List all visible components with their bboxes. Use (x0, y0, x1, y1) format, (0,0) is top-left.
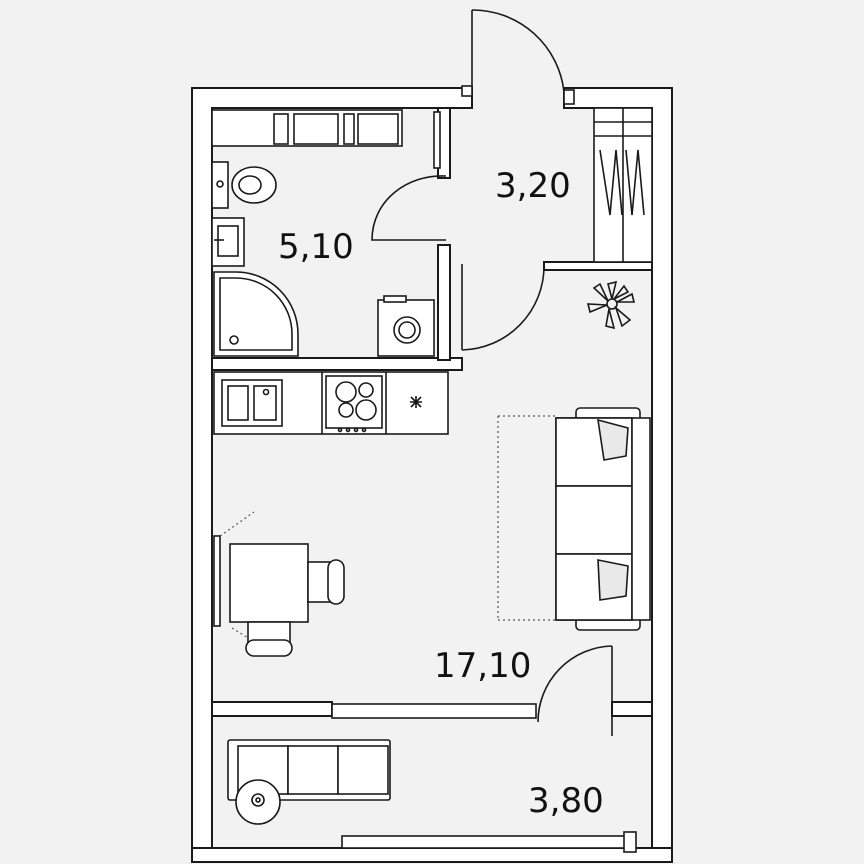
fridge-icon (410, 396, 422, 408)
wardrobe-icon (593, 107, 653, 263)
hallway-area-label: 3,20 (495, 166, 571, 206)
chair-bottom-icon (245, 621, 293, 657)
balcony-door (537, 645, 613, 736)
washing-machine-icon (377, 295, 435, 357)
plant-icon (586, 280, 636, 330)
chair-right-icon (307, 559, 345, 605)
balcony-table-icon (235, 779, 281, 825)
stove-icon (325, 375, 383, 433)
dining-table-icon (213, 511, 309, 645)
bathroom-cabinets (211, 109, 441, 169)
balcony-area-label: 3,80 (528, 781, 604, 821)
sofa-bed-icon (497, 407, 651, 631)
kitchen-sink-icon (221, 379, 283, 427)
shower-icon (213, 271, 299, 357)
entrance-door (461, 9, 575, 105)
living-room-door (461, 264, 545, 351)
balcony-railing (331, 703, 637, 853)
living-area-label: 17,10 (434, 646, 531, 686)
toilet-icon (211, 161, 277, 209)
bathroom-door (371, 175, 447, 241)
bathroom-area-label: 5,10 (278, 227, 354, 267)
sink-icon (211, 217, 245, 267)
